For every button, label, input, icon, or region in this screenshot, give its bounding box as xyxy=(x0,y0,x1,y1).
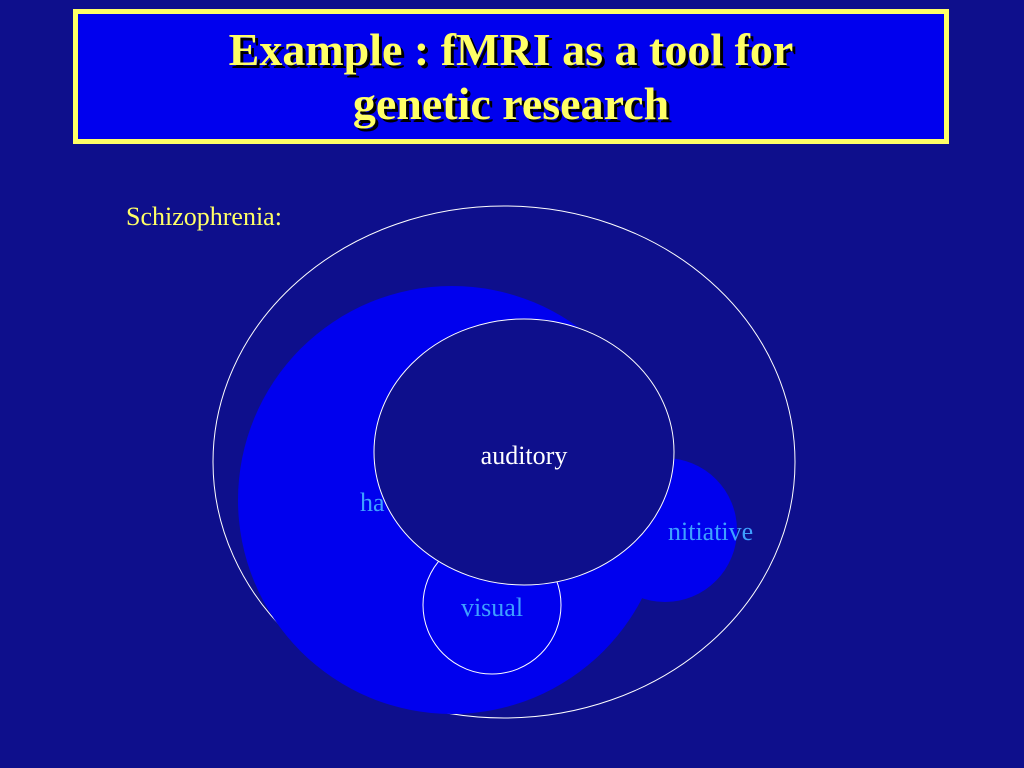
title-line-1: Example : fMRI as a tool for xyxy=(228,23,794,75)
initiative-set-label: nitiative xyxy=(668,517,753,546)
title-box: Example : fMRI as a tool for genetic res… xyxy=(73,9,949,144)
title-line-2: genetic research xyxy=(352,77,670,129)
schizophrenia-set-circle xyxy=(212,205,796,719)
auditory-set-label: auditory xyxy=(481,441,568,470)
subject-label: Schizophrenia: xyxy=(126,202,282,231)
auditory-set-circle xyxy=(373,318,675,586)
visual-set-label: visual xyxy=(461,593,523,622)
